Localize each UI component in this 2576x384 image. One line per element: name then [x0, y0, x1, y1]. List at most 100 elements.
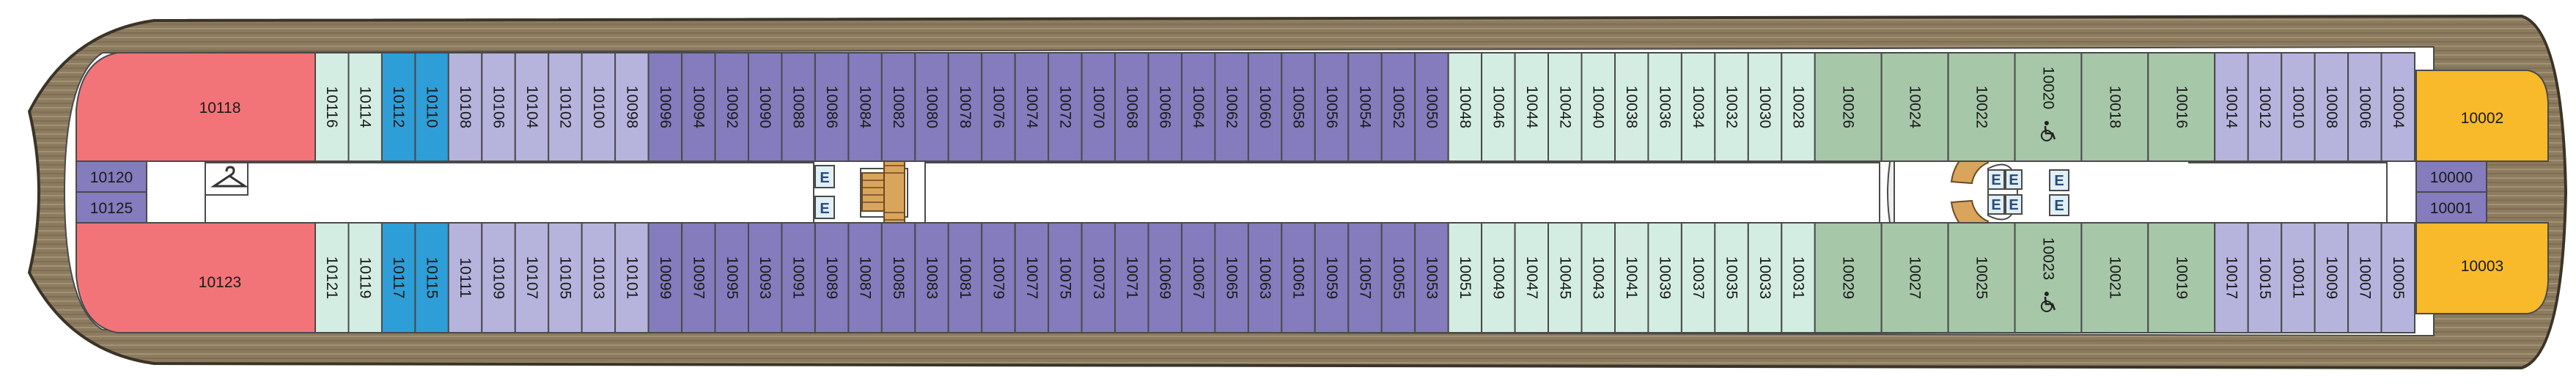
cabin-10093[interactable]	[748, 222, 783, 333]
cabin-10021[interactable]	[2080, 222, 2149, 333]
cabin-10043[interactable]	[1580, 222, 1616, 333]
suite-10002[interactable]	[2415, 70, 2549, 162]
cabin-10107-label: 10107	[523, 256, 540, 299]
suite-10003[interactable]	[2415, 222, 2549, 314]
cabin-10033[interactable]	[1747, 222, 1783, 333]
cabin-10054[interactable]	[1347, 52, 1383, 162]
cabin-10063[interactable]	[1247, 222, 1283, 333]
cabin-10114[interactable]	[347, 52, 383, 162]
cabin-10071[interactable]	[1114, 222, 1149, 333]
cabin-10004[interactable]	[2380, 52, 2415, 162]
cabin-10031[interactable]	[1781, 222, 1816, 333]
cabin-10017[interactable]	[2214, 222, 2249, 333]
cabin-10116[interactable]	[314, 52, 350, 162]
cabin-10089[interactable]	[814, 222, 850, 333]
cabin-10115[interactable]	[414, 222, 449, 333]
cabin-10010[interactable]	[2281, 52, 2316, 162]
cabin-10073[interactable]	[1081, 222, 1116, 333]
cabin-10012[interactable]	[2247, 52, 2283, 162]
cabin-10058[interactable]	[1281, 52, 1316, 162]
cabin-10070[interactable]	[1081, 52, 1116, 162]
cabin-10042[interactable]	[1548, 52, 1583, 162]
suite-10123[interactable]	[76, 222, 316, 333]
cabin-10068[interactable]	[1114, 52, 1149, 162]
cabin-10067[interactable]	[1181, 222, 1216, 333]
cabin-10075[interactable]	[1048, 222, 1083, 333]
cabin-10000[interactable]	[2415, 160, 2487, 193]
cabin-10110[interactable]	[414, 52, 449, 162]
cabin-10085[interactable]	[880, 222, 916, 333]
cabin-10097[interactable]	[681, 222, 716, 333]
cabin-10027[interactable]	[1880, 222, 1949, 333]
cabin-10059-label: 10059	[1323, 256, 1340, 299]
cabin-10008[interactable]	[2314, 52, 2349, 162]
cabin-10024[interactable]	[1880, 52, 1949, 162]
cabin-10057[interactable]	[1347, 222, 1383, 333]
cabin-10052[interactable]	[1380, 52, 1416, 162]
cabin-10088[interactable]	[781, 52, 816, 162]
cabin-10050[interactable]	[1414, 52, 1449, 162]
cabin-10060[interactable]	[1247, 52, 1283, 162]
cabin-10100[interactable]	[581, 52, 617, 162]
cabin-10125[interactable]	[76, 191, 147, 224]
cabin-10035[interactable]	[1714, 222, 1749, 333]
cabin-10022[interactable]	[1947, 52, 2016, 162]
cabin-10023[interactable]	[2014, 222, 2083, 333]
cabin-10083[interactable]	[914, 222, 949, 333]
cabin-10005[interactable]	[2380, 222, 2415, 333]
cabin-10047[interactable]	[1514, 222, 1550, 333]
cabin-10025[interactable]	[1947, 222, 2016, 333]
cabin-10102[interactable]	[548, 52, 583, 162]
cabin-10079[interactable]	[981, 222, 1016, 333]
cabin-10028-label: 10028	[1790, 86, 1807, 128]
suite-10118[interactable]	[76, 52, 316, 162]
cabin-10045[interactable]	[1548, 222, 1583, 333]
cabin-10016[interactable]	[2147, 52, 2216, 162]
cabin-10059[interactable]	[1314, 222, 1350, 333]
cabin-10026[interactable]	[1814, 52, 1883, 162]
cabin-10081[interactable]	[947, 222, 983, 333]
cabin-10049[interactable]	[1481, 222, 1516, 333]
cabin-10112[interactable]	[380, 52, 416, 162]
cabin-10090[interactable]	[748, 52, 783, 162]
cabin-10109[interactable]	[481, 222, 516, 333]
cabin-10001[interactable]	[2415, 191, 2487, 224]
cabin-10056[interactable]	[1314, 52, 1350, 162]
cabin-10098[interactable]	[614, 52, 649, 162]
cabin-10011[interactable]	[2281, 222, 2316, 333]
cabin-10091[interactable]	[781, 222, 816, 333]
cabin-10120[interactable]	[76, 160, 147, 193]
cabin-10077[interactable]	[1014, 222, 1050, 333]
cabin-10082[interactable]	[880, 52, 916, 162]
cabin-10014[interactable]	[2214, 52, 2249, 162]
cabin-10104[interactable]	[514, 52, 550, 162]
cabin-10101[interactable]	[614, 222, 649, 333]
cabin-10039[interactable]	[1647, 222, 1682, 333]
cabin-10111[interactable]	[447, 222, 483, 333]
cabin-10020[interactable]	[2014, 52, 2083, 162]
cabin-10072[interactable]	[1048, 52, 1083, 162]
cabin-10106[interactable]	[481, 52, 516, 162]
cabin-10069[interactable]	[1147, 222, 1182, 333]
cabin-10105[interactable]	[548, 222, 583, 333]
cabin-10032[interactable]	[1714, 52, 1749, 162]
cabin-10051[interactable]	[1447, 222, 1483, 333]
cabin-10053[interactable]	[1414, 222, 1449, 333]
cabin-10029[interactable]	[1814, 222, 1883, 333]
cabin-10086[interactable]	[814, 52, 850, 162]
cabin-10019[interactable]	[2147, 222, 2216, 333]
cabin-10108[interactable]	[447, 52, 483, 162]
cabin-10119[interactable]	[347, 222, 383, 333]
cabin-10087[interactable]	[847, 222, 883, 333]
cabin-10064[interactable]	[1181, 52, 1216, 162]
cabin-10076[interactable]	[981, 52, 1016, 162]
cabin-10074[interactable]	[1014, 52, 1050, 162]
cabin-10037[interactable]	[1680, 222, 1716, 333]
cabin-10107[interactable]	[514, 222, 550, 333]
cabin-10038[interactable]	[1614, 52, 1649, 162]
cabin-10095[interactable]	[714, 222, 749, 333]
cabin-10065[interactable]	[1214, 222, 1249, 333]
cabin-10028[interactable]	[1781, 52, 1816, 162]
cabin-10048[interactable]	[1447, 52, 1483, 162]
cabin-10094[interactable]	[681, 52, 716, 162]
